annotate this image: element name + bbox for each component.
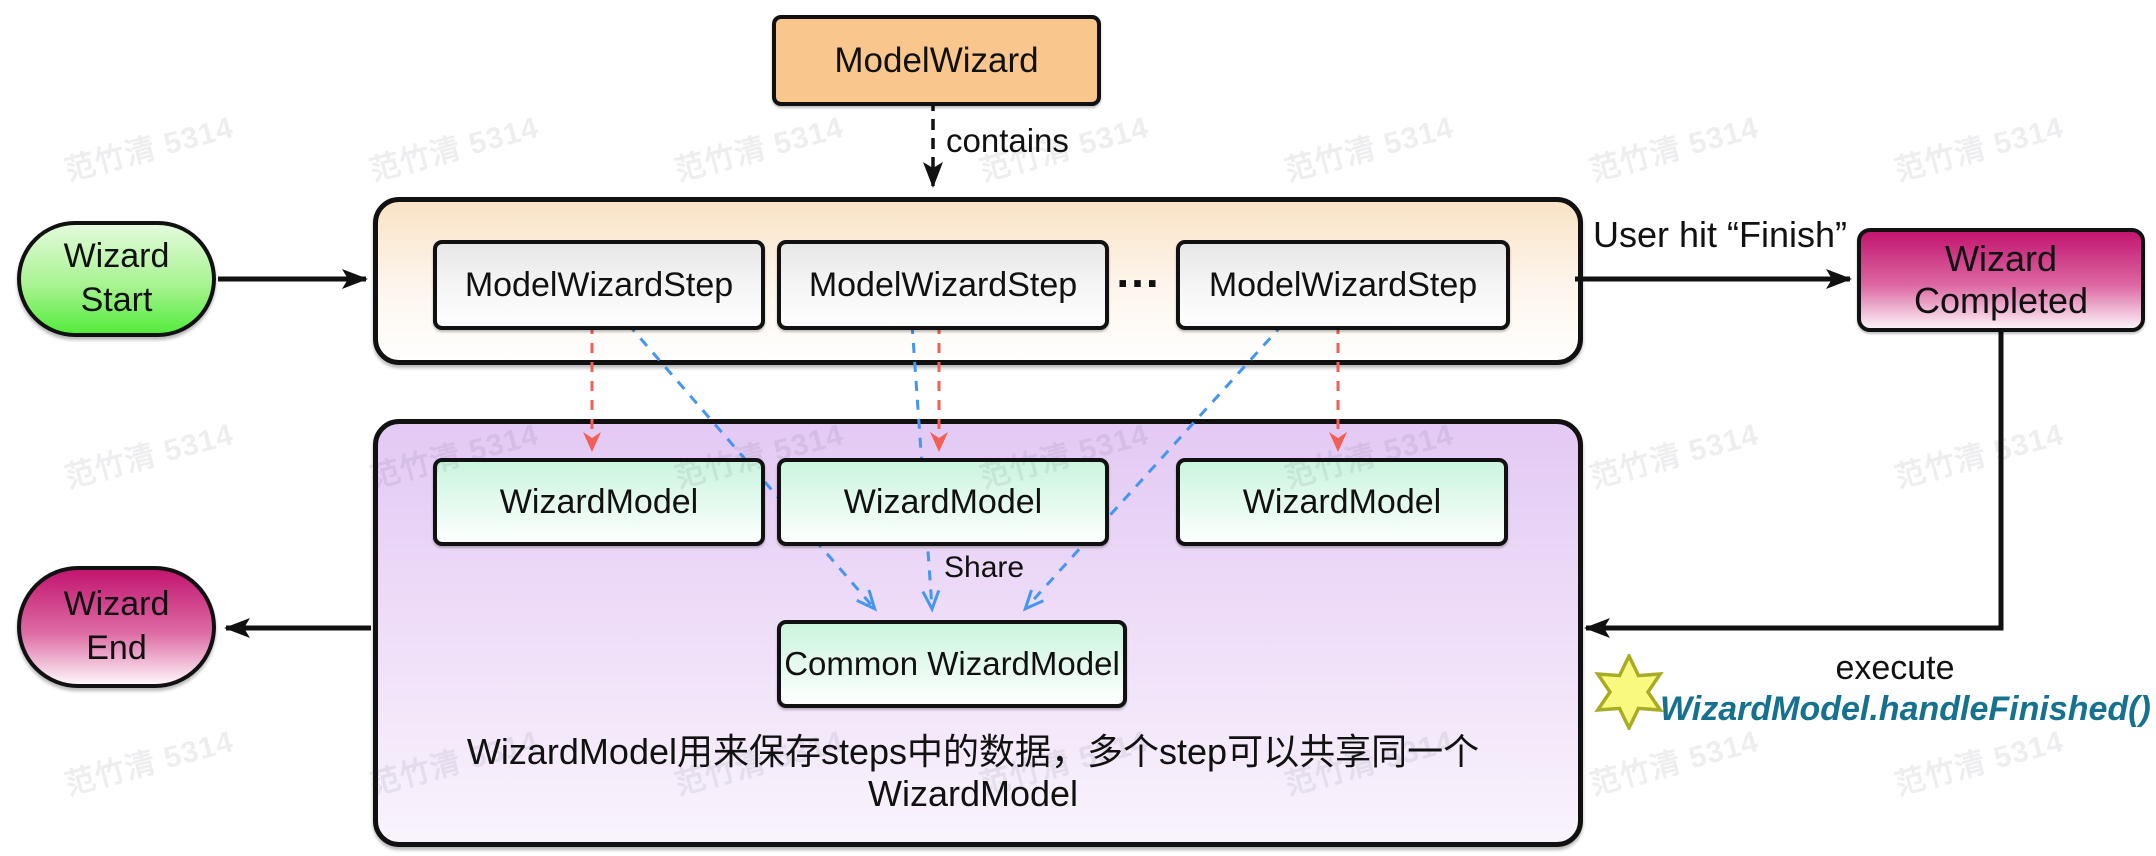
wizard-end-line1: Wizard xyxy=(63,585,170,624)
execute-label: execute xyxy=(1835,649,1955,687)
execute-method-label: WizardModel.handleFinished() xyxy=(1660,690,2151,729)
wizard-start-line1: Wizard xyxy=(63,237,170,276)
user-hit-finish-label: User hit “Finish” xyxy=(1592,214,1848,255)
wizard-start-line2: Start xyxy=(80,281,153,319)
note-line-2: WizardModel xyxy=(867,773,1079,815)
share-label: Share xyxy=(944,551,1025,584)
note-text: WizardModel用来保存steps中的数据，多个step可以共享同一个 W… xyxy=(373,731,1573,816)
steps-ellipsis: ... xyxy=(1116,245,1161,297)
wizard-end-node: Wizard End xyxy=(17,566,216,688)
wizard-completed-node: Wizard Completed xyxy=(1857,228,2145,332)
model-wizard-label: ModelWizard xyxy=(834,40,1039,80)
model-wizard-step-1: ModelWizardStep xyxy=(433,240,765,330)
wizard-model-3: WizardModel xyxy=(1176,458,1508,546)
execute-annotation: execute WizardModel.handleFinished() xyxy=(1660,648,2151,731)
step-2-label: ModelWizardStep xyxy=(808,265,1078,304)
contains-label: contains xyxy=(946,122,1069,159)
common-wizard-model-label: Common WizardModel xyxy=(784,645,1120,682)
wizard-start-node: Wizard Start xyxy=(17,221,216,337)
star-icon xyxy=(1594,654,1664,730)
wizard-end-line2: End xyxy=(86,629,147,667)
completed-to-models-connector xyxy=(1584,332,2004,638)
step-1-label: ModelWizardStep xyxy=(464,265,734,304)
common-wizard-model: Common WizardModel xyxy=(777,620,1127,708)
wizard-model-2-label: WizardModel xyxy=(843,482,1043,521)
model-wizard-step-3: ModelWizardStep xyxy=(1176,240,1510,330)
wizard-model-1-label: WizardModel xyxy=(499,482,699,521)
wizard-model-2: WizardModel xyxy=(777,458,1109,546)
step-3-label: ModelWizardStep xyxy=(1208,265,1478,304)
wizard-completed-label: Wizard Completed xyxy=(1913,238,2089,321)
model-wizard-node: ModelWizard xyxy=(772,15,1101,106)
wizard-model-3-label: WizardModel xyxy=(1242,482,1442,521)
blue-dashed-arrow-1 xyxy=(626,323,878,612)
model-wizard-step-2: ModelWizardStep xyxy=(777,240,1109,330)
wizard-model-1: WizardModel xyxy=(433,458,765,546)
blue-dashed-arrow-3 xyxy=(1022,322,1285,612)
note-line-1: WizardModel用来保存steps中的数据，多个step可以共享同一个 xyxy=(466,731,1480,772)
